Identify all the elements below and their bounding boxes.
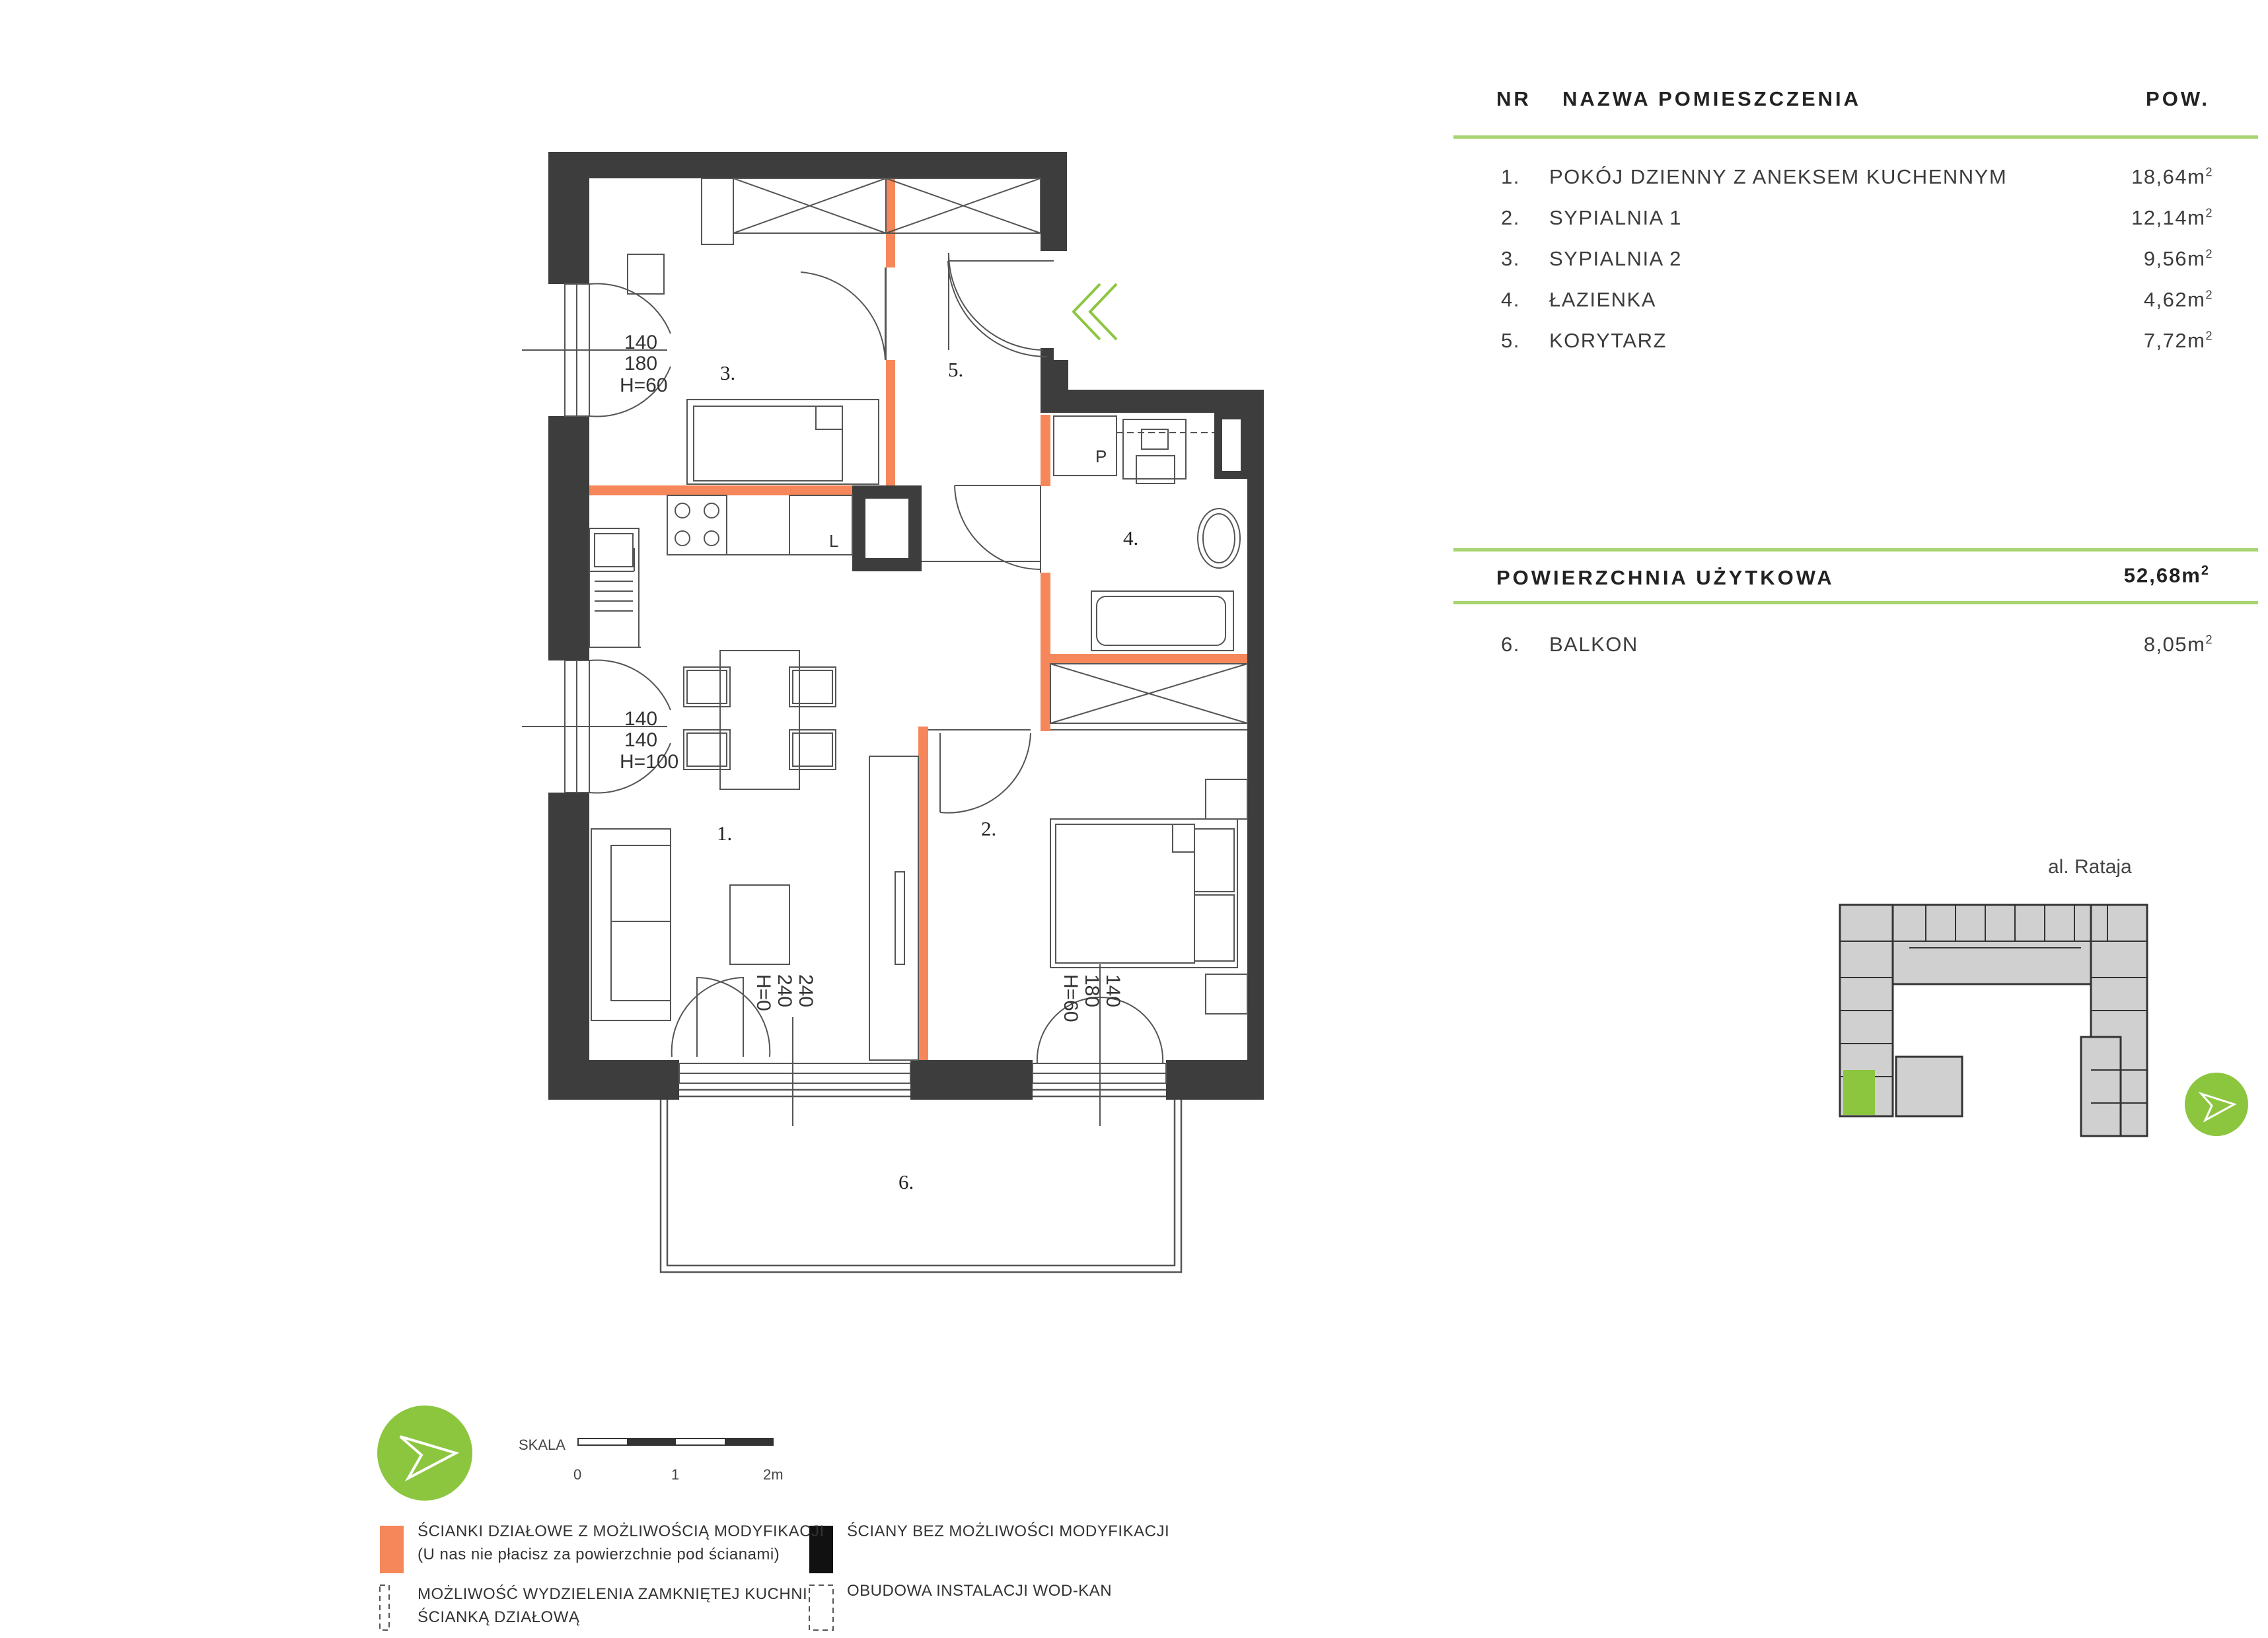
structural-walls: [548, 152, 1264, 1100]
compass-icon-keyplan: [2185, 1073, 2248, 1136]
window-note-bottom-door: 240 240 H=0: [752, 974, 817, 1011]
table-row-balcony: 6. BALKON 8,05m2: [1501, 633, 2213, 656]
svg-text:140: 140: [1102, 974, 1124, 1007]
legend-partition-text: ŚCIANKI DZIAŁOWE Z MOŻLIWOŚCIĄ MODYFIKAC…: [418, 1522, 824, 1540]
svg-text:240: 240: [774, 974, 795, 1007]
window-note-bottom-right: 140 180 H=60: [1060, 974, 1124, 1022]
svg-text:H=100: H=100: [620, 751, 678, 773]
doors: [671, 252, 1043, 1057]
room-label-3: 3.: [720, 361, 735, 384]
legend-swatch-kitchen: [379, 1585, 390, 1631]
svg-text:1: 1: [671, 1466, 679, 1483]
table-row: 4. ŁAZIENKA 4,62m2: [1501, 288, 2213, 311]
legend-kitchen-text: MOŻLIWOŚĆ WYDZIELENIA ZAMKNIĘTEJ KUCHNI: [418, 1585, 808, 1603]
svg-text:H=0: H=0: [752, 974, 774, 1011]
room-label-1: 1.: [717, 822, 732, 845]
key-plan-highlight: [1843, 1070, 1875, 1115]
room-label-5: 5.: [948, 358, 963, 381]
windows: [522, 283, 1167, 1126]
header-area: POW.: [2146, 87, 2210, 110]
window-note-top-left: 140 180 H=60: [620, 332, 668, 396]
total-rule-bottom: [1453, 601, 2258, 604]
bed-room-2: [1050, 779, 1248, 1015]
svg-text:H=60: H=60: [1060, 974, 1081, 1022]
svg-text:H=60: H=60: [620, 374, 668, 396]
room-label-6: 6.: [898, 1170, 914, 1193]
wall-voids: [865, 419, 1241, 558]
legend-structural-text: ŚCIANY BEZ MOŻLIWOŚCI MODYFIKACJI: [847, 1522, 1170, 1540]
legend-partition-subtext: (U nas nie płacisz za powierzchnie pod ś…: [418, 1546, 780, 1563]
room-table: NR NAZWA POMIESZCZENIA POW. 1. POKÓJ DZI…: [1453, 79, 2259, 608]
table-row: 2. SYPIALNIA 1 12,14m2: [1501, 206, 2213, 229]
balcony-outline: [659, 1088, 1183, 1273]
svg-text:140: 140: [624, 729, 657, 751]
living-furniture: [591, 756, 919, 1061]
wardrobes: [701, 178, 1248, 724]
key-plan-street: al. Rataja: [2048, 856, 2132, 878]
svg-text:240: 240: [795, 974, 817, 1007]
legend-kitchen-subtext: ŚCIANKĄ DZIAŁOWĄ: [418, 1608, 580, 1626]
scale-bar: SKALA 0 1 2m: [519, 1437, 784, 1483]
room-label-2: 2.: [981, 817, 996, 840]
fridge-label: L: [829, 531, 838, 551]
legend-installation-text: OBUDOWA INSTALACJI WOD-KAN: [847, 1582, 1113, 1600]
svg-text:SKALA: SKALA: [519, 1437, 566, 1453]
svg-text:0: 0: [573, 1466, 581, 1483]
total-label: POWIERZCHNIA UŻYTKOWA: [1496, 566, 1835, 589]
svg-text:180: 180: [1081, 974, 1103, 1007]
bathroom-fixtures: [1053, 415, 1241, 651]
legend-swatch-installation: [809, 1585, 834, 1631]
room-label-4: 4.: [1123, 526, 1138, 550]
svg-text:140: 140: [624, 708, 657, 730]
table-row: 3. SYPIALNIA 2 9,56m2: [1501, 247, 2213, 270]
kitchen-units: [589, 495, 853, 648]
legend-swatch-partition: [380, 1526, 404, 1573]
header-name: NAZWA POMIESZCZENIA: [1562, 87, 1862, 110]
key-plan: al. Rataja: [1839, 856, 2148, 1137]
entrance-arrow-icon: [1072, 283, 1118, 341]
header-nr: NR: [1496, 87, 1531, 110]
entrance-door: [947, 260, 1054, 357]
total-rule-top: [1453, 548, 2258, 552]
partition-walls: [589, 178, 1247, 1060]
total-area: 52,68m2: [2123, 563, 2210, 587]
dining-set: [683, 650, 836, 790]
header-rule: [1453, 135, 2258, 139]
window-note-mid-left: 140 140 H=100: [620, 708, 678, 773]
table-row: 1. POKÓJ DZIENNY Z ANEKSEM KUCHENNYM 18,…: [1501, 165, 2213, 188]
legend-swatch-structural: [809, 1526, 833, 1573]
svg-text:2m: 2m: [763, 1466, 784, 1483]
svg-text:140: 140: [624, 332, 657, 353]
svg-text:180: 180: [624, 353, 657, 374]
compass-icon-main: [377, 1406, 472, 1501]
washer-label: P: [1095, 446, 1107, 466]
bed-room-3: [627, 254, 879, 485]
table-row: 5. KORYTARZ 7,72m2: [1501, 329, 2213, 352]
